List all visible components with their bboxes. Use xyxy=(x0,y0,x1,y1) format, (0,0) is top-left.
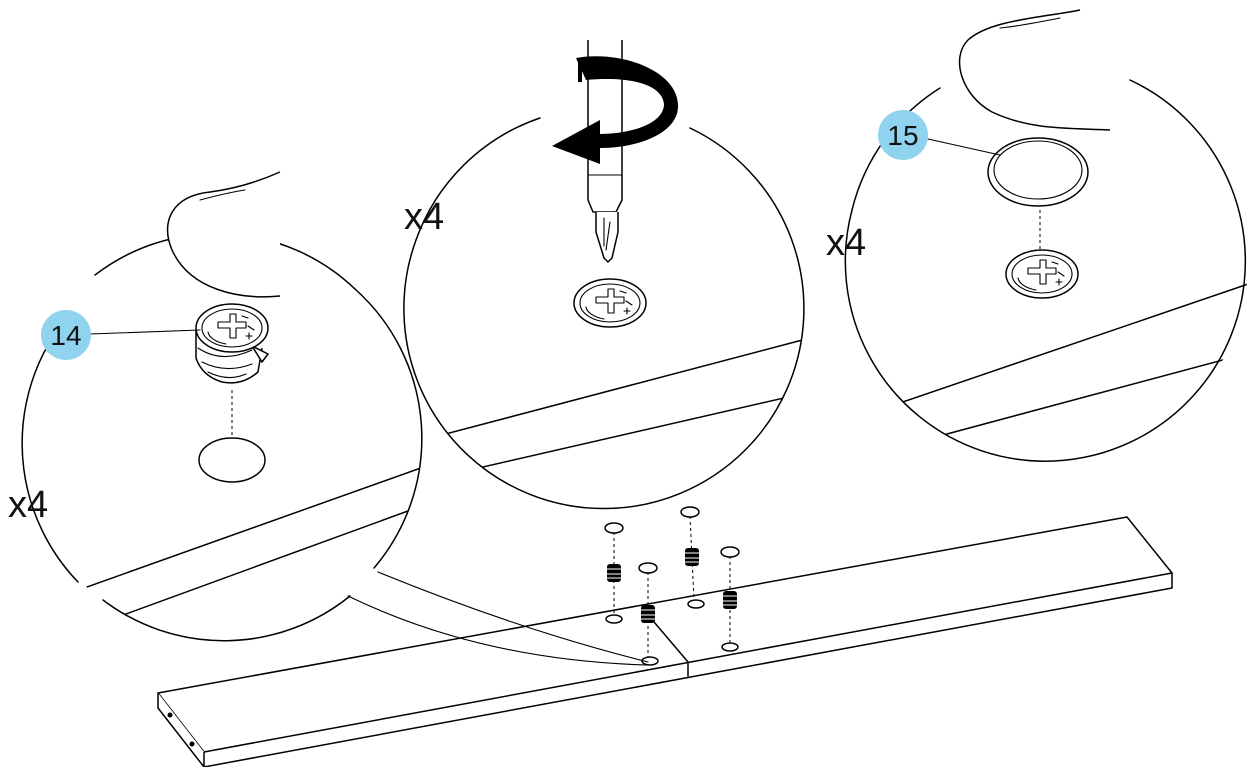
cam-lock-icon xyxy=(573,278,647,328)
small-camlock xyxy=(685,548,699,566)
detail-circle-step-2 xyxy=(403,40,805,510)
small-camlock xyxy=(641,605,655,623)
finger-icon xyxy=(958,9,1111,131)
part-badge-circle xyxy=(878,110,928,160)
part-badge-circle xyxy=(41,310,91,360)
rotate-arrow-icon xyxy=(552,56,679,165)
board-fittings xyxy=(604,506,740,666)
part-number-15: 15 xyxy=(887,120,918,151)
small-camlock xyxy=(723,591,737,609)
screwdriver-icon xyxy=(587,40,623,263)
part-badge-15: 15 xyxy=(878,110,1001,160)
cam-lock-icon xyxy=(1005,249,1079,299)
callout-connector xyxy=(347,571,649,666)
board xyxy=(157,516,1173,767)
cover-cap-icon xyxy=(987,137,1089,207)
small-camlock xyxy=(607,564,621,582)
quantity-label-step-3: x4 xyxy=(826,222,866,264)
quantity-label-step-2: x4 xyxy=(404,196,444,238)
finger-icon xyxy=(166,171,281,298)
detail-circle-step-3 xyxy=(844,9,1248,463)
part-number-14: 14 xyxy=(50,320,81,351)
detail-circle-step-1 xyxy=(21,171,423,642)
cam-lock-icon xyxy=(195,303,269,384)
quantity-label-step-1: x4 xyxy=(8,484,48,526)
part-badge-14: 14 xyxy=(41,310,201,360)
